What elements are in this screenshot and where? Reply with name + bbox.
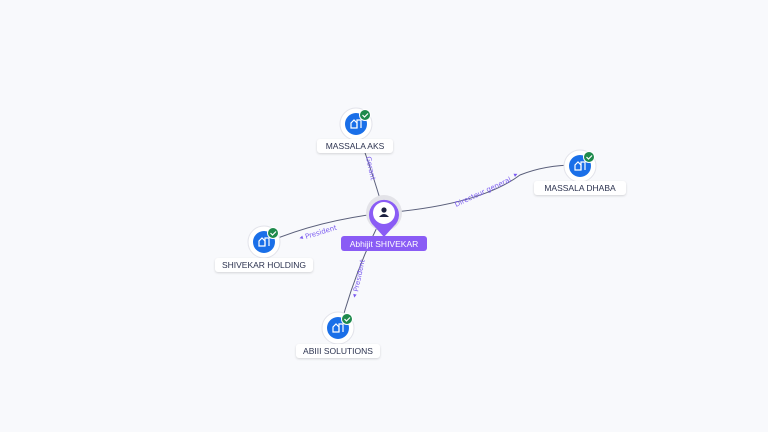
label-box bbox=[296, 344, 380, 358]
company-node[interactable]: ABIII SOLUTIONS bbox=[296, 311, 380, 358]
edge-label-gerant: Gerant bbox=[364, 156, 377, 181]
company-name: SHIVEKAR HOLDING bbox=[222, 260, 306, 270]
edge-label-president-abiii: President bbox=[352, 259, 367, 293]
arrow-icon: ◂ bbox=[298, 233, 304, 242]
label-box bbox=[317, 139, 393, 153]
company-name: MASSALA AKS bbox=[326, 141, 385, 151]
verified-icon bbox=[583, 151, 595, 163]
edge-label-directeur: Directeur general bbox=[453, 176, 512, 209]
company-node[interactable]: MASSALA AKS bbox=[317, 107, 393, 153]
edge-massala-dhaba bbox=[383, 164, 576, 214]
company-name: MASSALA DHABA bbox=[544, 183, 616, 193]
person-name: Abhijit SHIVEKAR bbox=[350, 239, 419, 249]
verified-icon bbox=[359, 109, 371, 121]
company-name: ABIII SOLUTIONS bbox=[303, 346, 373, 356]
arrow-icon: ◂ bbox=[350, 293, 359, 299]
company-node[interactable]: MASSALA DHABA bbox=[534, 149, 626, 195]
company-node[interactable]: SHIVEKAR HOLDING bbox=[215, 225, 313, 272]
building-icon bbox=[258, 237, 270, 247]
edge-label-president-holding: President bbox=[304, 224, 338, 241]
building-icon bbox=[574, 161, 586, 171]
label-box bbox=[215, 258, 313, 272]
building-icon bbox=[332, 323, 344, 333]
building-icon bbox=[350, 119, 362, 129]
verified-icon bbox=[341, 313, 353, 325]
person-node[interactable]: Abhijit SHIVEKAR bbox=[341, 195, 427, 251]
verified-icon bbox=[267, 227, 279, 239]
arrow-icon: ▸ bbox=[512, 170, 519, 179]
person-icon bbox=[379, 207, 389, 217]
label-box bbox=[534, 181, 626, 195]
